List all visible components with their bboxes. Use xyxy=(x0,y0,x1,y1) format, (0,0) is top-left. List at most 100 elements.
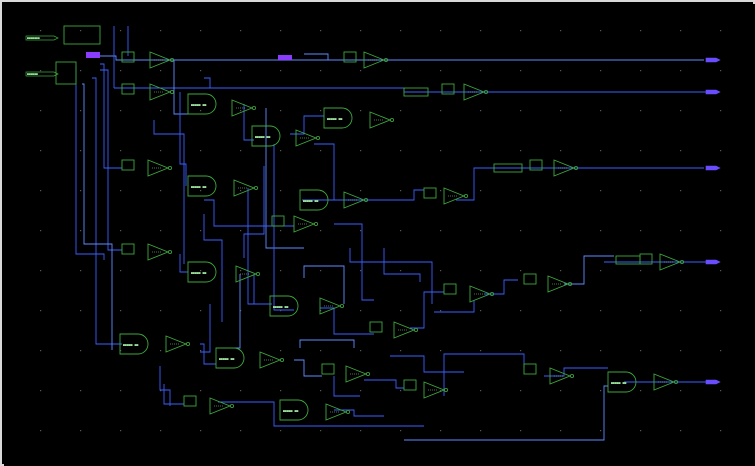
buffer-gate[interactable] xyxy=(443,187,468,205)
register-cell[interactable] xyxy=(271,215,285,227)
and-gate[interactable]: ■■■■■ ■■ xyxy=(279,399,309,421)
buffer-gate[interactable] xyxy=(363,51,388,69)
and-gate[interactable]: ■■■■■ ■■ xyxy=(607,371,637,393)
grid-dot xyxy=(240,110,242,112)
and-gate[interactable]: ■■■■■ ■■ xyxy=(187,175,217,197)
register-cell[interactable] xyxy=(493,163,523,173)
grid-dot xyxy=(280,30,282,32)
buffer-gate[interactable] xyxy=(369,111,394,129)
grid-dot xyxy=(560,310,562,312)
output-port-4[interactable] xyxy=(705,259,721,265)
grid-dot xyxy=(400,30,402,32)
register-cell[interactable] xyxy=(423,187,437,199)
buffer-bubble xyxy=(345,409,350,414)
buffer-gate[interactable] xyxy=(149,83,174,101)
grid-dot xyxy=(640,310,642,312)
buffer-gate[interactable] xyxy=(325,403,350,421)
input-logic-cell[interactable] xyxy=(55,61,77,85)
grid-dot xyxy=(80,390,82,392)
register-cell[interactable] xyxy=(403,87,429,97)
buffer-gate[interactable] xyxy=(149,51,174,69)
grid-dot xyxy=(280,390,282,392)
input-mux-cell[interactable] xyxy=(63,25,101,45)
register-cell[interactable] xyxy=(441,83,455,95)
register-cell[interactable] xyxy=(529,159,543,171)
and-gate[interactable]: ■■■■■ ■■ xyxy=(215,347,245,369)
net-wire xyxy=(253,274,268,305)
grid-dot xyxy=(640,270,642,272)
buffer-gate[interactable] xyxy=(233,179,258,197)
buffer-gate[interactable] xyxy=(235,265,260,283)
buffer-gate[interactable] xyxy=(553,159,579,177)
register-cell[interactable] xyxy=(343,51,357,63)
register-cell[interactable] xyxy=(639,253,653,265)
buffer-gate[interactable] xyxy=(547,275,573,293)
and-gate[interactable]: ■■■■■ ■■ xyxy=(323,107,353,129)
buffer-gate[interactable] xyxy=(165,335,190,353)
buffer-gate[interactable] xyxy=(423,381,448,399)
selected-net-marker[interactable] xyxy=(86,52,100,58)
buffer-gate[interactable] xyxy=(463,83,488,101)
register-cell[interactable] xyxy=(443,283,457,295)
buffer-gate[interactable] xyxy=(653,373,679,391)
output-port-3[interactable] xyxy=(705,165,721,171)
register-cell[interactable] xyxy=(523,363,537,375)
buffer-gate[interactable] xyxy=(231,99,256,117)
buffer-body xyxy=(165,335,188,353)
and-gate[interactable]: ■■■■■ ■■ xyxy=(269,295,299,317)
net-wire xyxy=(484,279,518,295)
buffer-gate[interactable] xyxy=(319,297,344,315)
buffer-gate[interactable] xyxy=(259,351,284,369)
register-cell[interactable] xyxy=(403,379,417,391)
buffer-gate[interactable] xyxy=(147,243,172,261)
register-cell[interactable] xyxy=(183,395,197,407)
grid-dot xyxy=(400,190,402,192)
register-cell[interactable] xyxy=(615,255,641,265)
buffer-gate[interactable] xyxy=(147,159,172,177)
grid-dot xyxy=(80,70,82,72)
buffer-gate[interactable] xyxy=(549,367,575,385)
register-cell[interactable] xyxy=(121,159,135,171)
input-port-2[interactable]: ■■■■■■ xyxy=(25,71,59,77)
grid-dot xyxy=(80,350,82,352)
grid-dot xyxy=(360,30,362,32)
buffer-bubble xyxy=(413,327,418,332)
selected-net-marker[interactable] xyxy=(278,55,292,60)
grid-dot xyxy=(480,230,482,232)
net-wire xyxy=(203,214,223,322)
grid-dot xyxy=(320,150,322,152)
register-cell[interactable] xyxy=(121,83,135,95)
buffer-gate[interactable] xyxy=(343,191,368,209)
output-port-5[interactable] xyxy=(705,379,721,385)
input-port-1[interactable]: ■■■■■■■ xyxy=(25,35,59,41)
buffer-gate[interactable] xyxy=(659,253,685,271)
buffer-gate[interactable] xyxy=(393,321,418,339)
and-gate[interactable]: ■■■■■ ■■ xyxy=(187,93,217,115)
grid-dot xyxy=(400,230,402,232)
buffer-gate[interactable] xyxy=(293,215,318,233)
register-cell[interactable] xyxy=(369,321,383,333)
buffer-body xyxy=(149,51,172,69)
and-gate[interactable]: ■■■■■ ■■ xyxy=(119,333,149,355)
output-port-1[interactable] xyxy=(705,57,721,63)
register-cell[interactable] xyxy=(321,363,335,375)
and-gate[interactable]: ■■■■■ ■■ xyxy=(187,261,217,283)
net-wire xyxy=(243,166,265,258)
buffer-gate[interactable] xyxy=(209,397,234,415)
buffer-gate[interactable] xyxy=(295,129,320,147)
grid-dot xyxy=(440,150,442,152)
grid-dot xyxy=(440,430,442,432)
and-gate[interactable]: ■■■■■ ■■ xyxy=(251,125,281,147)
grid-dot xyxy=(120,350,122,352)
grid-dot xyxy=(320,390,322,392)
grid-dot xyxy=(360,70,362,72)
register-cell[interactable] xyxy=(121,243,135,255)
and-gate[interactable]: ■■■■■ ■■ xyxy=(299,189,329,211)
output-port-2[interactable] xyxy=(705,89,721,95)
buffer-gate[interactable] xyxy=(469,285,494,303)
schematic-canvas[interactable]: ■■■■■ ■■ ■■■■■ ■■ ■■■■■ ■■ ■■■■■ ■■ ■■■■■ ■■… xyxy=(4,4,755,466)
grid-dot xyxy=(160,390,162,392)
register-cell[interactable] xyxy=(121,51,135,63)
buffer-gate[interactable] xyxy=(345,365,370,383)
register-cell[interactable] xyxy=(523,273,537,285)
